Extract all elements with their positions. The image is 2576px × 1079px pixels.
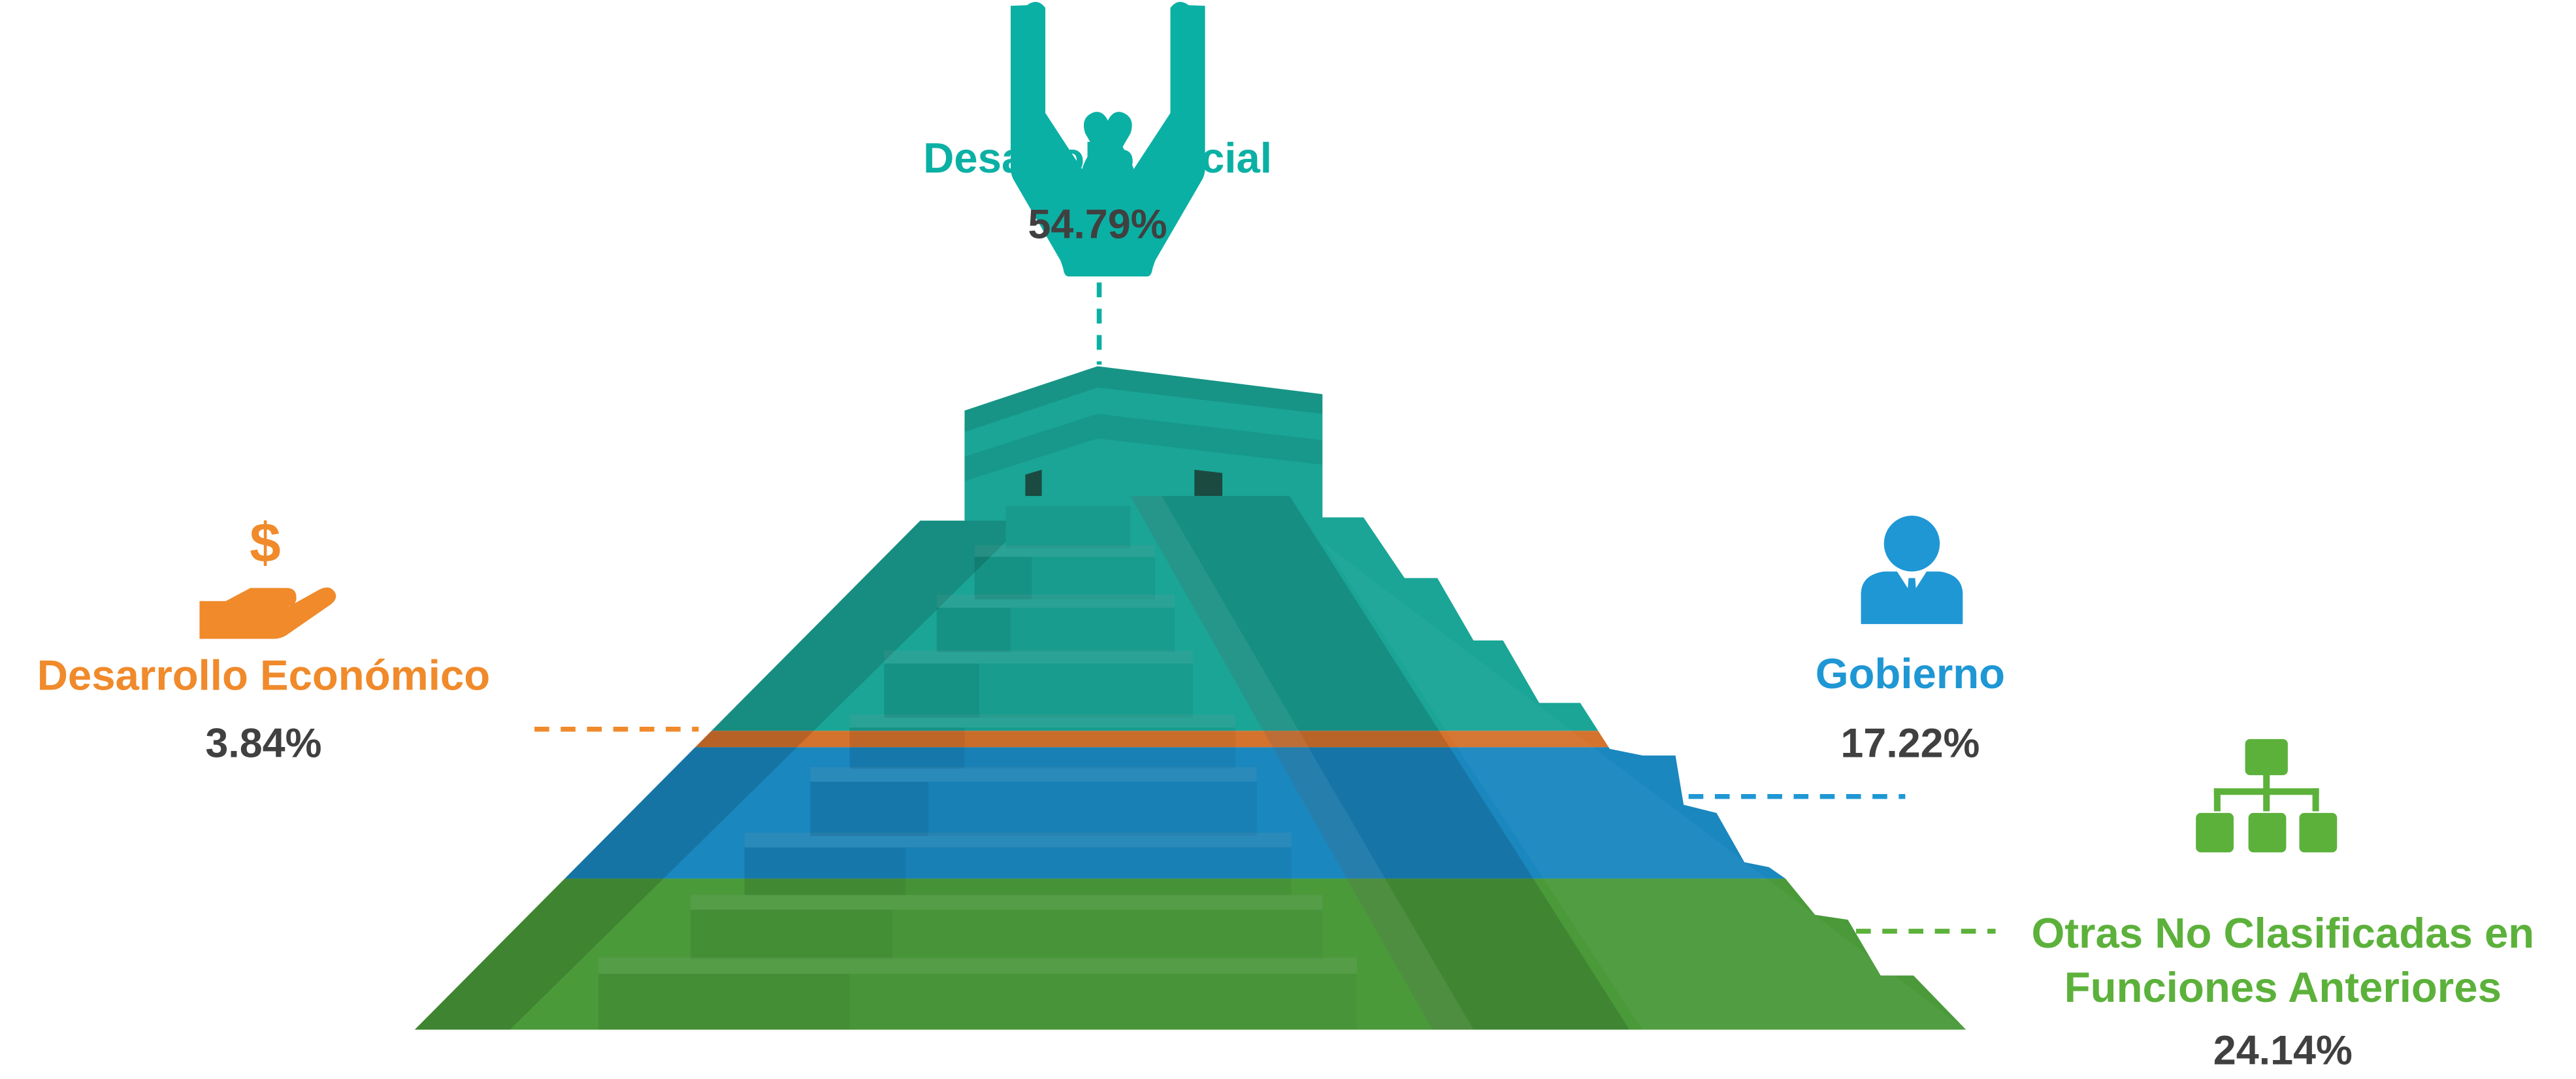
label-gobierno: Gobierno — [1816, 650, 2005, 697]
temple-door-left — [1025, 469, 1042, 496]
band-otras — [414, 878, 1966, 1030]
label-desarrollo-social: Desarrollo Social — [923, 134, 1272, 182]
value-gobierno: 17.22% — [1840, 720, 1980, 766]
temple-door-right — [1194, 469, 1222, 496]
label-otras-line1: Otras No Clasificadas en — [2031, 909, 2534, 957]
svg-text:$: $ — [250, 512, 281, 574]
value-desarrollo-economico: 3.84% — [205, 720, 321, 766]
org-chart-icon — [2196, 739, 2338, 853]
label-otras-line2: Funciones Anteriores — [2064, 963, 2502, 1011]
pyramid — [414, 366, 1966, 1030]
side-ramp — [1130, 495, 1630, 1030]
label-desarrollo-economico: Desarrollo Económico — [37, 651, 490, 699]
hands-icon — [1011, 1, 1205, 276]
money-hand-icon: $ — [199, 512, 336, 639]
person-suit-icon — [1861, 516, 1963, 624]
value-desarrollo-social: 54.79% — [1028, 201, 1167, 247]
value-otras: 24.14% — [2213, 1027, 2353, 1073]
central-stairs — [598, 505, 1358, 1030]
